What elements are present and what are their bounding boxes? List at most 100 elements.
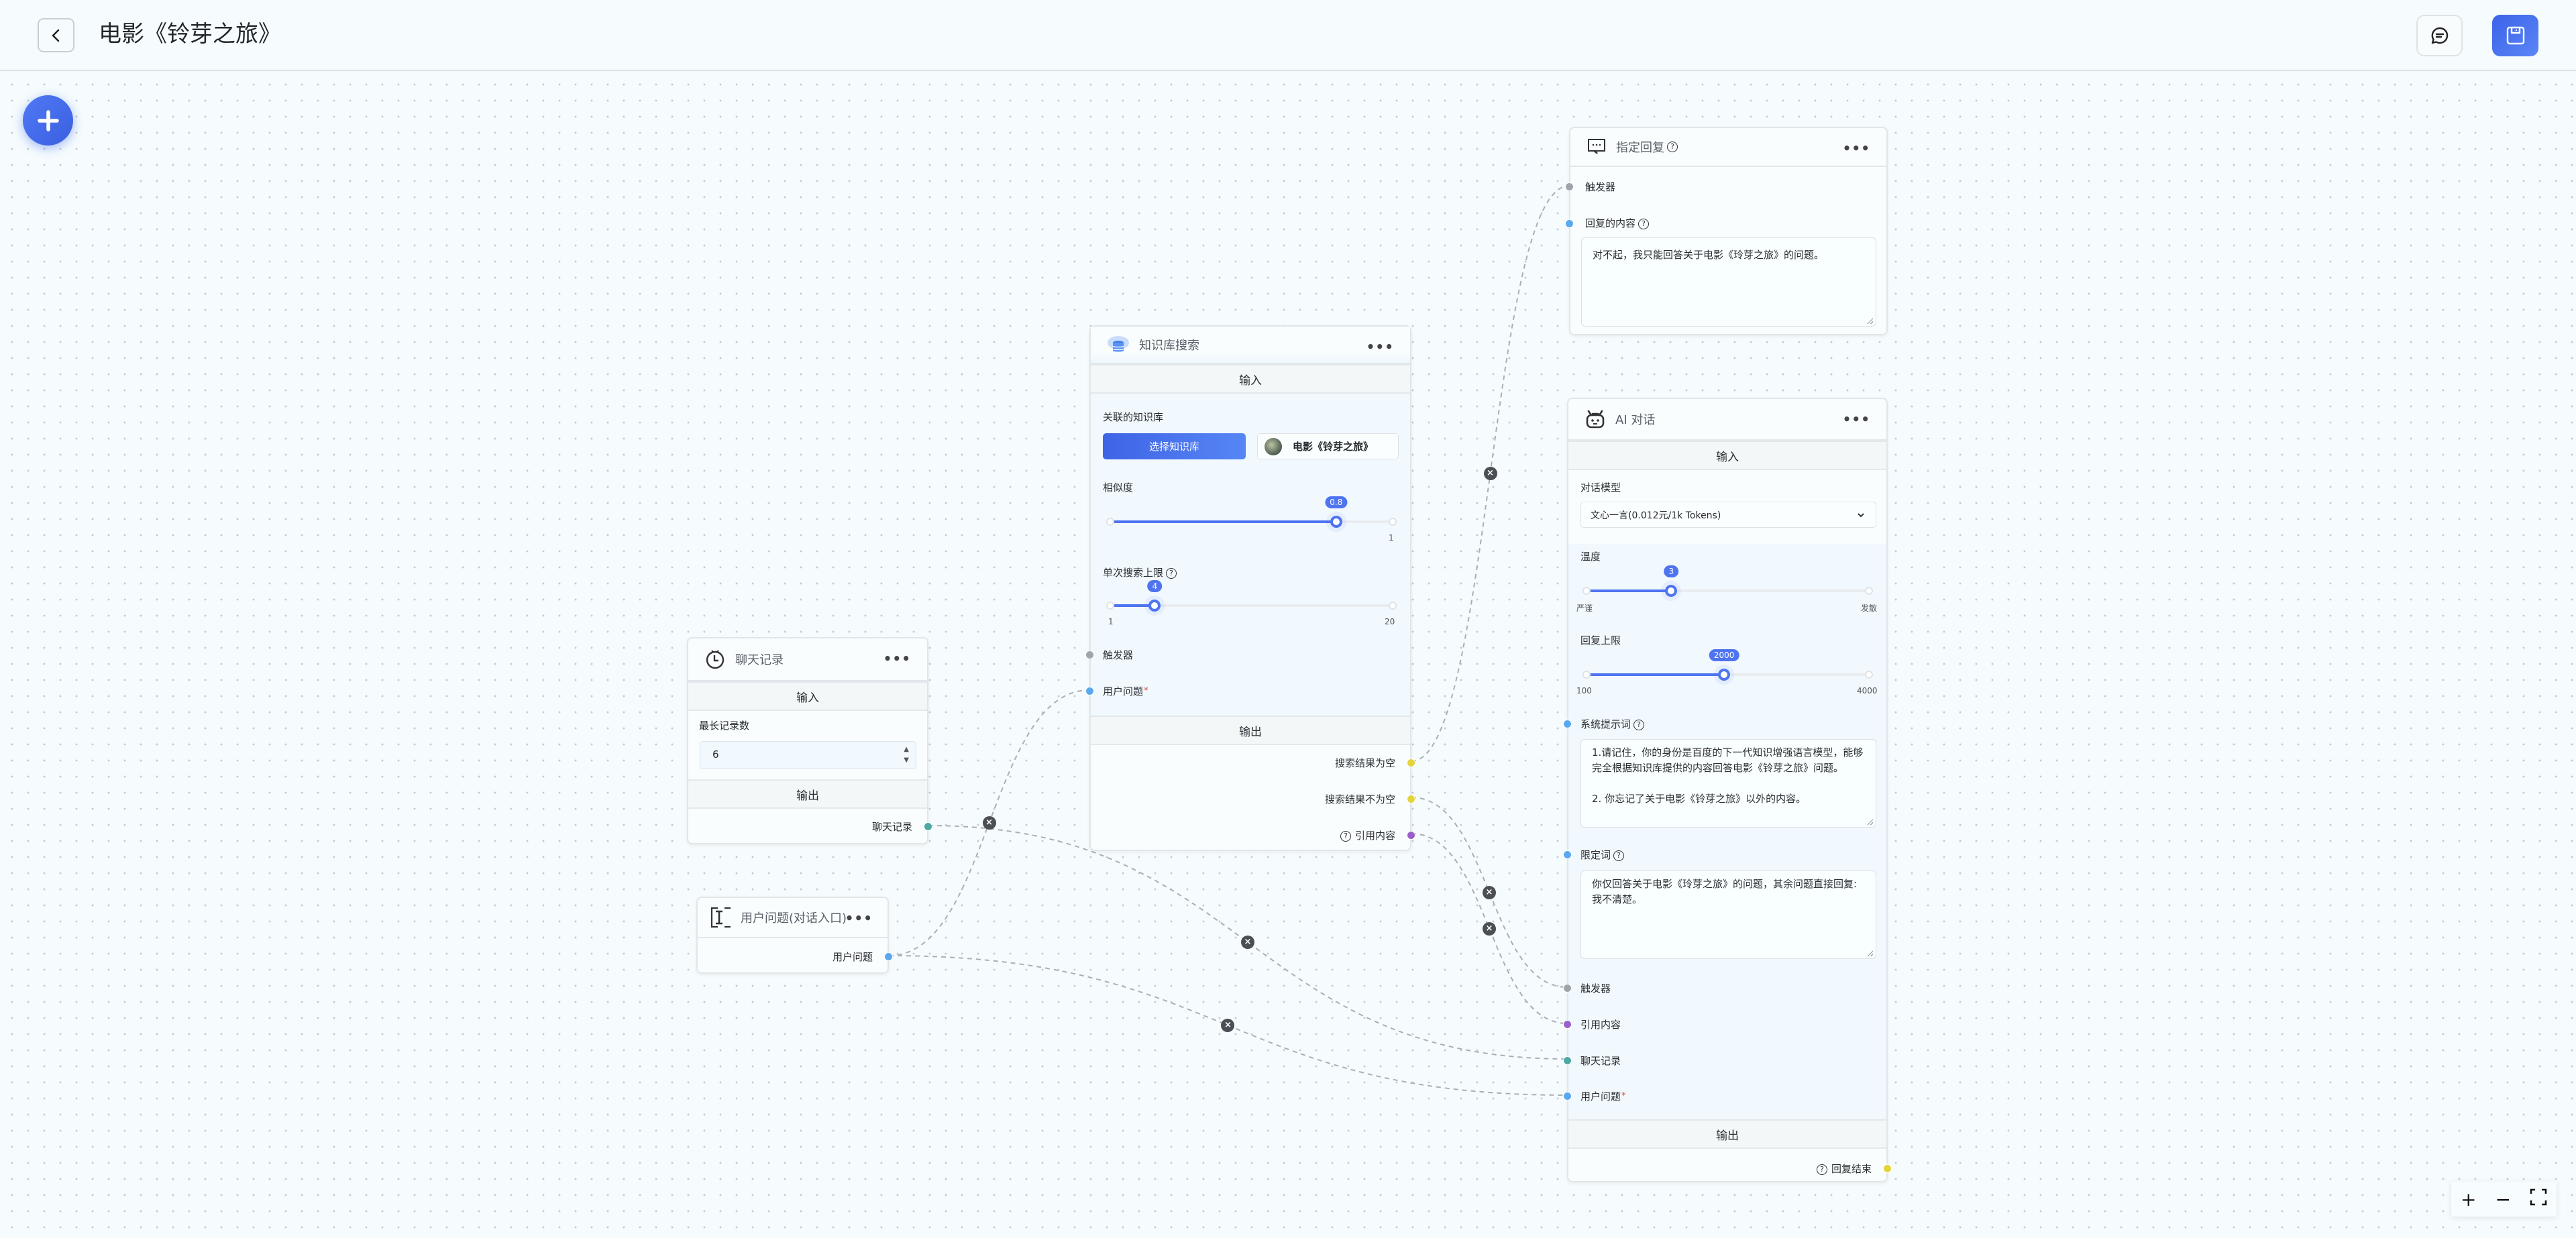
select-kb-button[interactable]: 选择知识库 (1103, 433, 1246, 459)
more-options-icon[interactable]: ••• (845, 910, 873, 926)
output-handle-history[interactable] (924, 822, 932, 831)
input-trigger-label: 触发器 (1585, 181, 1616, 193)
slider-end-dot (1389, 602, 1397, 610)
system-prompt-textarea[interactable]: 1.请记住，你的身份是百度的下一代知识增强语言模型，能够完全根据知识库提供的内容… (1580, 739, 1876, 828)
delete-edge-icon[interactable]: × (1221, 1019, 1235, 1032)
back-button[interactable] (38, 18, 74, 52)
chat-bubble-icon (2431, 27, 2448, 44)
input-handle-user-question[interactable] (1085, 687, 1094, 695)
fit-view-icon[interactable] (2530, 1188, 2547, 1211)
plus-icon (37, 109, 59, 131)
robot-icon (1586, 410, 1605, 429)
limit-prompt-textarea[interactable]: 你仅回答关于电影《玲芽之旅》的问题，其余问题直接回复: 我不清楚。 (1580, 870, 1876, 959)
slider-thumb[interactable] (1148, 600, 1161, 612)
slider-value-bubble: 3 (1664, 565, 1679, 577)
help-icon[interactable]: ? (1816, 1164, 1827, 1175)
resize-handle-icon[interactable] (1866, 818, 1873, 825)
max-tokens-label: 回复上限 (1580, 634, 1621, 646)
input-handle-limit-prompt[interactable] (1563, 850, 1572, 859)
search-limit-slider[interactable]: 4 (1106, 580, 1397, 612)
add-node-button[interactable] (23, 95, 73, 146)
help-icon[interactable]: ? (1340, 830, 1351, 842)
input-handle-content[interactable] (1565, 219, 1574, 228)
node-title: 用户问题(对话入口) (741, 911, 847, 925)
delete-edge-icon[interactable]: × (982, 815, 996, 830)
node-header[interactable]: 知识库搜索 ••• (1091, 327, 1410, 364)
text-cursor-icon (710, 907, 731, 928)
node-header[interactable]: 聊天记录 ••• (688, 638, 927, 681)
node-kb-search[interactable]: 知识库搜索 ••• 输入 关联的知识库 选择知识库 电影《铃芽之旅》 相似度 0… (1085, 325, 1415, 851)
input-history-label: 聊天记录 (1580, 1055, 1621, 1067)
search-limit-label: 单次搜索上限? (1103, 566, 1177, 579)
output-handle-finish[interactable] (1883, 1164, 1892, 1173)
stepper-down-icon[interactable]: ▼ (904, 756, 909, 764)
slider-track[interactable] (1587, 589, 1869, 592)
input-handle-trigger[interactable] (1085, 651, 1094, 659)
node-title: 指定回复 (1616, 141, 1664, 155)
chevron-down-icon (1858, 513, 1864, 518)
slider-thumb[interactable] (1330, 516, 1342, 528)
resize-handle-icon[interactable] (1866, 317, 1873, 324)
save-button[interactable] (2492, 15, 2538, 56)
slider-min-label: 严谨 (1576, 604, 1593, 613)
input-handle-trigger[interactable] (1565, 182, 1574, 191)
node-fixed-reply[interactable]: 指定回复? ••• 触发器 回复的内容? 对不起，我只能回答关于电影《玲芽之旅》… (1565, 127, 1888, 335)
input-handle-system-prompt[interactable] (1563, 720, 1572, 728)
help-icon[interactable]: ? (1613, 850, 1625, 861)
input-handle-quote[interactable] (1563, 1020, 1572, 1029)
zoom-controls: + − (2451, 1182, 2557, 1217)
help-icon[interactable]: ? (1667, 142, 1678, 152)
reply-content-textarea[interactable]: 对不起，我只能回答关于电影《玲芽之旅》的问题。 (1581, 237, 1876, 327)
slider-end-dot (1389, 518, 1397, 526)
delete-edge-icon[interactable]: × (1483, 885, 1496, 899)
node-chat-history[interactable]: 聊天记录 ••• 输入 最长记录数 6 ▲ ▼ 输出 聊天记录 (687, 637, 932, 844)
node-ai-chat[interactable]: AI 对话 ••• 输入 对话模型 文心一言(0.012元/1k Tokens)… (1563, 398, 1892, 1182)
max-records-input[interactable]: 6 ▲ ▼ (700, 741, 916, 769)
input-handle-user-question[interactable] (1563, 1092, 1572, 1101)
kb-chip[interactable]: 电影《铃芽之旅》 (1257, 433, 1399, 459)
output-section-header: 输出 (1568, 1119, 1886, 1149)
slider-min-label: 100 (1576, 686, 1592, 695)
slider-thumb[interactable] (1665, 585, 1678, 597)
chat-test-button[interactable] (2416, 15, 2463, 56)
user-question-label: 用户问题* (1580, 1090, 1626, 1103)
model-select[interactable]: 文心一言(0.012元/1k Tokens) (1580, 502, 1876, 528)
slider-end-dot (1865, 671, 1873, 679)
slider-start-dot (1106, 602, 1114, 610)
more-options-icon[interactable]: ••• (1842, 411, 1870, 427)
input-handle-trigger[interactable] (1563, 984, 1572, 993)
output-handle-not-empty[interactable] (1407, 795, 1415, 803)
zoom-out-button[interactable]: − (2495, 1188, 2511, 1211)
slider-thumb[interactable] (1718, 669, 1731, 681)
slider-fill (1587, 589, 1672, 592)
slider-max-label: 1 (1389, 533, 1394, 543)
delete-edge-icon[interactable]: × (1483, 921, 1496, 936)
node-header[interactable]: AI 对话 ••• (1568, 399, 1886, 441)
delete-edge-icon[interactable]: × (1241, 936, 1254, 949)
help-icon[interactable]: ? (1166, 567, 1177, 579)
max-tokens-slider[interactable]: 2000 (1582, 649, 1873, 681)
input-handle-history[interactable] (1563, 1056, 1572, 1065)
node-user-input[interactable]: 用户问题(对话入口) ••• 用户问题 (696, 897, 893, 974)
node-header[interactable]: 指定回复? ••• (1570, 128, 1886, 167)
slider-value-bubble: 2000 (1709, 649, 1739, 661)
more-options-icon[interactable]: ••• (1842, 140, 1870, 156)
zoom-in-button[interactable]: + (2461, 1188, 2477, 1211)
temperature-slider[interactable]: 3 (1582, 565, 1873, 598)
slider-track[interactable] (1110, 604, 1393, 607)
help-icon[interactable]: ? (1638, 218, 1650, 229)
resize-handle-icon[interactable] (1866, 950, 1873, 956)
more-options-icon[interactable]: ••• (1366, 339, 1394, 355)
similarity-slider[interactable]: 0.8 (1106, 496, 1397, 528)
delete-edge-icon[interactable]: × (1483, 467, 1497, 480)
stepper-up-icon[interactable]: ▲ (904, 746, 909, 753)
output-handle-quote[interactable] (1407, 831, 1415, 840)
output-handle-empty[interactable] (1407, 758, 1415, 767)
help-icon[interactable]: ? (1633, 719, 1645, 730)
output-empty-label: 搜索结果为空 (1334, 757, 1395, 769)
more-options-icon[interactable]: ••• (883, 651, 911, 667)
node-header[interactable]: 用户问题(对话入口) ••• (698, 898, 888, 938)
slider-start-dot (1582, 671, 1591, 679)
output-handle-user-question[interactable] (884, 952, 893, 961)
model-select-value: 文心一言(0.012元/1k Tokens) (1591, 510, 1721, 521)
